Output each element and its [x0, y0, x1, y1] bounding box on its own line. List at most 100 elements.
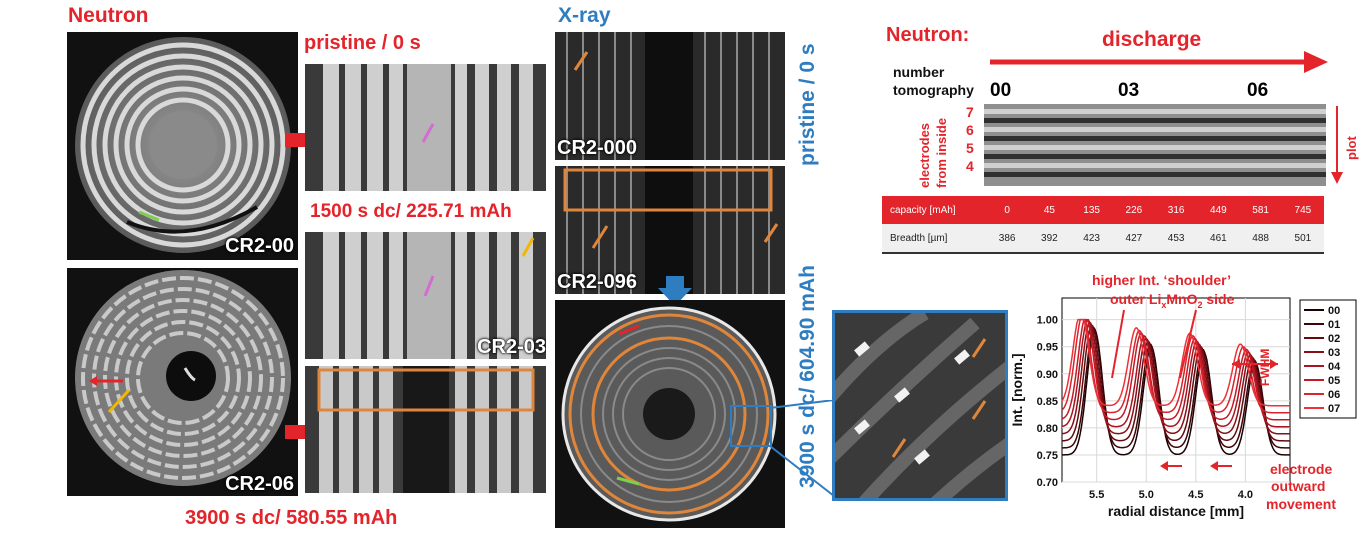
y-tick-label: 0.85	[1037, 396, 1058, 408]
annotation-pointer	[1111, 309, 1125, 379]
tomogram-cr2-00: CR2-00	[67, 32, 298, 260]
y-tick-label: 0.75	[1037, 450, 1058, 462]
annotation-shoulder: higher Int. ‘shoulder’	[1092, 272, 1231, 288]
neutron-right-title: Neutron:	[886, 24, 970, 46]
table-cell: 488	[1252, 232, 1269, 244]
capacity-row: capacity [mAh] 0 45 135 226 316 449 581 …	[882, 196, 1324, 224]
table-cell: 392	[1041, 232, 1058, 244]
electrode-7: 7	[966, 104, 974, 120]
y-tick-label: 0.80	[1037, 423, 1058, 435]
y-tick-label: 1.00	[1037, 315, 1058, 327]
breadth-row: Breadth [µm] 386 392 423 427 453 461 488…	[882, 224, 1324, 252]
series-line-04	[1061, 318, 1290, 428]
label-cr2-000: CR2-000	[557, 137, 638, 159]
annotation-text: side	[1202, 291, 1235, 307]
zoom-connector-lines	[770, 400, 835, 497]
table-cell: 135	[1083, 204, 1100, 216]
series-line-07	[1061, 318, 1290, 407]
capacity-table: capacity [mAh] 0 45 135 226 316 449 581 …	[882, 196, 1324, 254]
electrode-strip-image	[984, 104, 1326, 186]
table-cell: 386	[998, 232, 1016, 244]
xray-label-pristine: pristine / 0 s	[796, 43, 819, 166]
annotation-text: outer Li	[1110, 291, 1162, 307]
electrode-5: 5	[966, 140, 974, 156]
slice-pristine	[305, 64, 546, 191]
electrodes-label: electrodes	[917, 122, 932, 188]
annotation-movement: movement	[1266, 496, 1337, 512]
table-cell: 45	[1043, 204, 1055, 216]
label-1500s: 1500 s dc/ 225.71 mAh	[310, 201, 512, 222]
tomo-id-03: 03	[1118, 80, 1140, 101]
annotation-subscript: x	[1161, 299, 1167, 310]
movement-arrowhead	[1210, 461, 1218, 471]
capacity-row-label: capacity [mAh]	[890, 204, 956, 216]
label-cr2-00: CR2-00	[225, 235, 294, 257]
fwhm-arrowhead	[1232, 359, 1240, 369]
legend-label-02: 02	[1328, 333, 1340, 345]
discharge-label: discharge	[1102, 28, 1202, 51]
label-cr2-06: CR2-06	[225, 473, 294, 495]
breadth-row-label: Breadth [µm]	[890, 232, 948, 244]
table-cell: 581	[1252, 204, 1269, 216]
table-cell: 0	[1004, 204, 1010, 216]
legend-box	[1299, 299, 1357, 419]
annotation-electrode: electrode	[1270, 461, 1333, 477]
legend-label-05: 05	[1328, 375, 1340, 387]
y-axis-label: Int. [norm.]	[1009, 353, 1025, 426]
x-tick-label: 5.5	[1089, 489, 1104, 501]
spiral-cross-section-pristine	[75, 37, 291, 253]
slice-3900s	[305, 366, 546, 493]
legend-label-00: 00	[1328, 305, 1340, 317]
intensity-profile-chart: 5.5 5.0 4.5 4.0 0.70 0.75 0.80 0.85 0.90 0.95 1.00…	[1009, 297, 1357, 519]
tomo-id-06: 06	[1247, 80, 1269, 101]
xray-title: X-ray	[558, 4, 611, 27]
xray-zoom-inset	[832, 310, 1008, 501]
tomo-id-00: 00	[990, 80, 1012, 101]
series-line-03	[1061, 321, 1290, 435]
xray-cross-section	[555, 300, 785, 528]
electrode-4: 4	[966, 158, 974, 174]
table-cell: 453	[1167, 232, 1185, 244]
fwhm-arrowhead	[1270, 359, 1278, 369]
tomography-label: tomography	[893, 82, 974, 98]
table-cell: 226	[1125, 204, 1143, 216]
annotation-pointer	[1179, 309, 1197, 379]
y-tick-label: 0.90	[1037, 369, 1058, 381]
annotation-subscript: 2	[1197, 299, 1203, 310]
y-tick-label: 0.70	[1037, 477, 1058, 489]
arrow-down-icon	[658, 276, 692, 306]
tomogram-cr2-06: CR2-06	[67, 268, 298, 496]
x-tick-label: 4.0	[1238, 489, 1253, 501]
label-cr2-03: CR2-03	[477, 336, 546, 358]
label-pristine: pristine / 0 s	[304, 32, 421, 54]
neutron-title: Neutron	[68, 4, 149, 27]
table-cell: 461	[1210, 232, 1227, 244]
label-cr2-096: CR2-096	[557, 271, 638, 293]
table-cell: 423	[1083, 232, 1100, 244]
number-label: number	[893, 64, 945, 80]
table-cell: 427	[1125, 232, 1143, 244]
from-inside-label: from inside	[934, 117, 949, 188]
annotation-text: MnO	[1166, 291, 1198, 307]
xray-cr2-000: CR2-000	[555, 32, 785, 160]
table-cell: 316	[1167, 204, 1185, 216]
discharge-arrow-icon	[990, 51, 1328, 73]
movement-arrowhead	[1160, 461, 1168, 471]
legend-label-03: 03	[1328, 347, 1340, 359]
annotation-limno2: outer LixMnO2 side	[1110, 291, 1234, 310]
table-cell: 501	[1294, 232, 1312, 244]
y-tick-label: 0.95	[1037, 342, 1058, 354]
x-tick-label: 4.5	[1188, 489, 1203, 501]
x-axis-label: radial distance [mm]	[1108, 503, 1244, 519]
legend-label-04: 04	[1328, 361, 1341, 373]
xray-cr2-096: CR2-096	[555, 166, 785, 294]
legend-label-06: 06	[1328, 389, 1340, 401]
x-tick-label: 5.0	[1139, 489, 1154, 501]
slice-1500s: CR2-03	[305, 232, 546, 359]
legend-label-01: 01	[1328, 319, 1340, 331]
series-line-06	[1061, 318, 1290, 414]
plot-label: plot	[1344, 136, 1359, 160]
arrow-down-icon	[1331, 106, 1343, 184]
spiral-cross-section-discharged	[75, 270, 291, 486]
table-cell: 449	[1210, 204, 1227, 216]
